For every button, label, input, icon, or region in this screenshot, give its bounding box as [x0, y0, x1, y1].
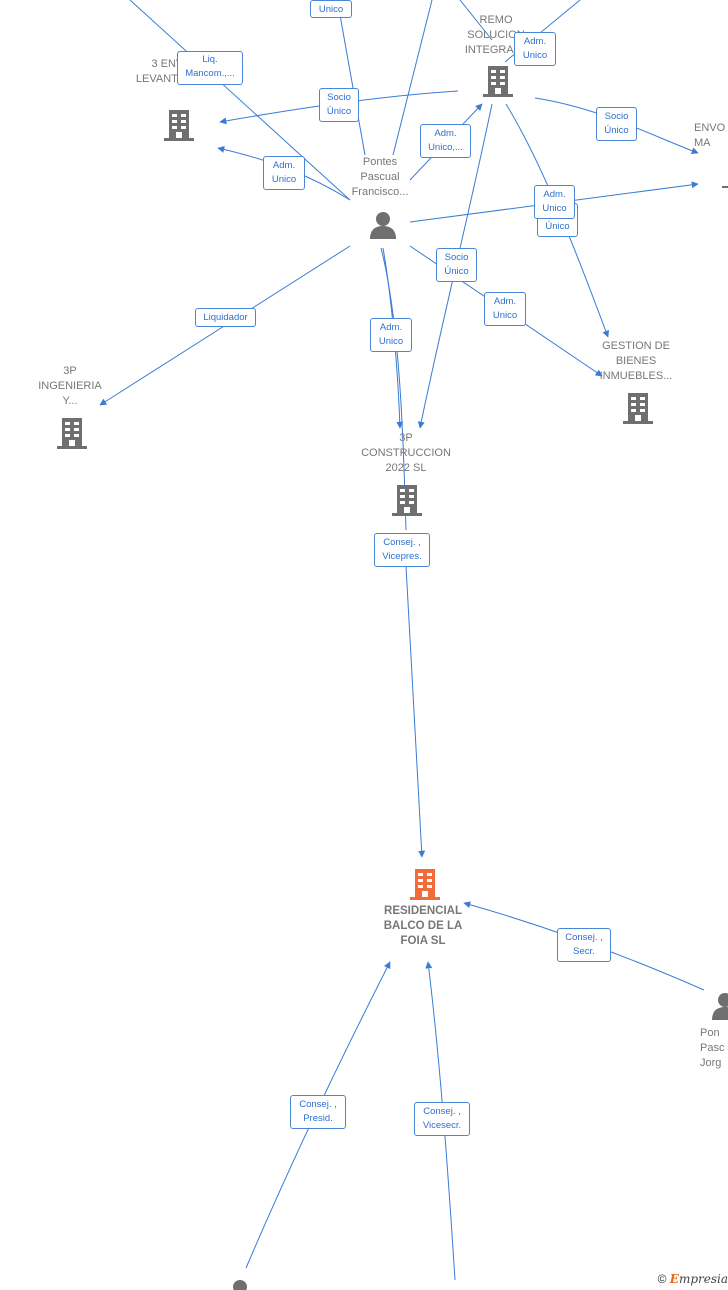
main-building-icon[interactable]: [410, 869, 440, 900]
edge-label-adm-unico-mid[interactable]: Adm. Unico: [534, 185, 575, 219]
brand-logo: Empresia: [669, 1272, 728, 1286]
node-label-envolvente-right[interactable]: ENVO MA: [694, 122, 726, 149]
building-icon[interactable]: [722, 186, 728, 188]
node-label-residencial[interactable]: RESIDENCIAL BALCO DE LA FOIA SL: [383, 905, 463, 947]
edge-label-consej-secr[interactable]: Consej. , Secr.: [557, 928, 611, 962]
edge-label-top-unico[interactable]: Unico: [310, 0, 352, 18]
edge-label-socio-unico-left[interactable]: Socio Único: [319, 88, 359, 122]
footer-brand: © Empresia: [658, 1272, 728, 1286]
edge-label-liq-mancom[interactable]: Liq. Mancom.,...: [177, 51, 243, 85]
edge-line: [339, 14, 366, 156]
edge-label-adm-unico-left[interactable]: Adm. Unico: [263, 156, 305, 190]
edge-line: [405, 565, 426, 858]
building-icon[interactable]: [483, 64, 513, 97]
edge-label-adm-unico-remo[interactable]: Adm. Unico: [514, 32, 556, 66]
edge-label-socio-unico-right[interactable]: Socio Único: [596, 107, 637, 141]
building-icon[interactable]: [623, 393, 653, 424]
edge-label-socio-unico-center[interactable]: Socio Único: [436, 248, 477, 282]
edge-label-adm-unico-constr[interactable]: Adm. Unico: [370, 318, 412, 352]
node-label-remo[interactable]: REMO SOLUCION INTEGRALE: [464, 14, 528, 56]
node-label-gestion[interactable]: GESTION DE BIENES INMUEBLES...: [599, 340, 673, 382]
node-label-pontes-francisco[interactable]: Pontes Pascual Francisco...: [351, 156, 409, 198]
edge-label-consej-vicesecr[interactable]: Consej. , Vicesecr.: [414, 1102, 470, 1136]
node-label-ingenieria[interactable]: 3P INGENIERIA Y...: [38, 365, 102, 407]
edge-line: [459, 0, 493, 41]
building-icon[interactable]: [57, 418, 87, 449]
building-icon[interactable]: [392, 485, 422, 516]
node-label-pontes-jorge[interactable]: Pon Pasc Jorg: [700, 1027, 725, 1069]
copyright-symbol: ©: [657, 1272, 667, 1286]
edge-line: [129, 0, 351, 201]
edge-label-liquidador[interactable]: Liquidador: [195, 308, 256, 327]
edge-label-consej-vicepres[interactable]: Consej. , Vicepres.: [374, 533, 430, 567]
building-icon[interactable]: [164, 110, 194, 141]
person-icon[interactable]: [712, 993, 728, 1020]
person-icon[interactable]: [233, 1280, 247, 1290]
person-icon[interactable]: [370, 212, 396, 239]
edge-line: [392, 0, 433, 156]
node-label-construccion[interactable]: 3P CONSTRUCCION 2022 SL: [361, 432, 451, 474]
edge-label-adm-unico-gestion[interactable]: Adm. Unico: [484, 292, 526, 326]
edge-label-adm-unico-dots[interactable]: Adm. Unico,...: [420, 124, 471, 158]
edge-label-consej-presid[interactable]: Consej. , Presid.: [290, 1095, 346, 1129]
